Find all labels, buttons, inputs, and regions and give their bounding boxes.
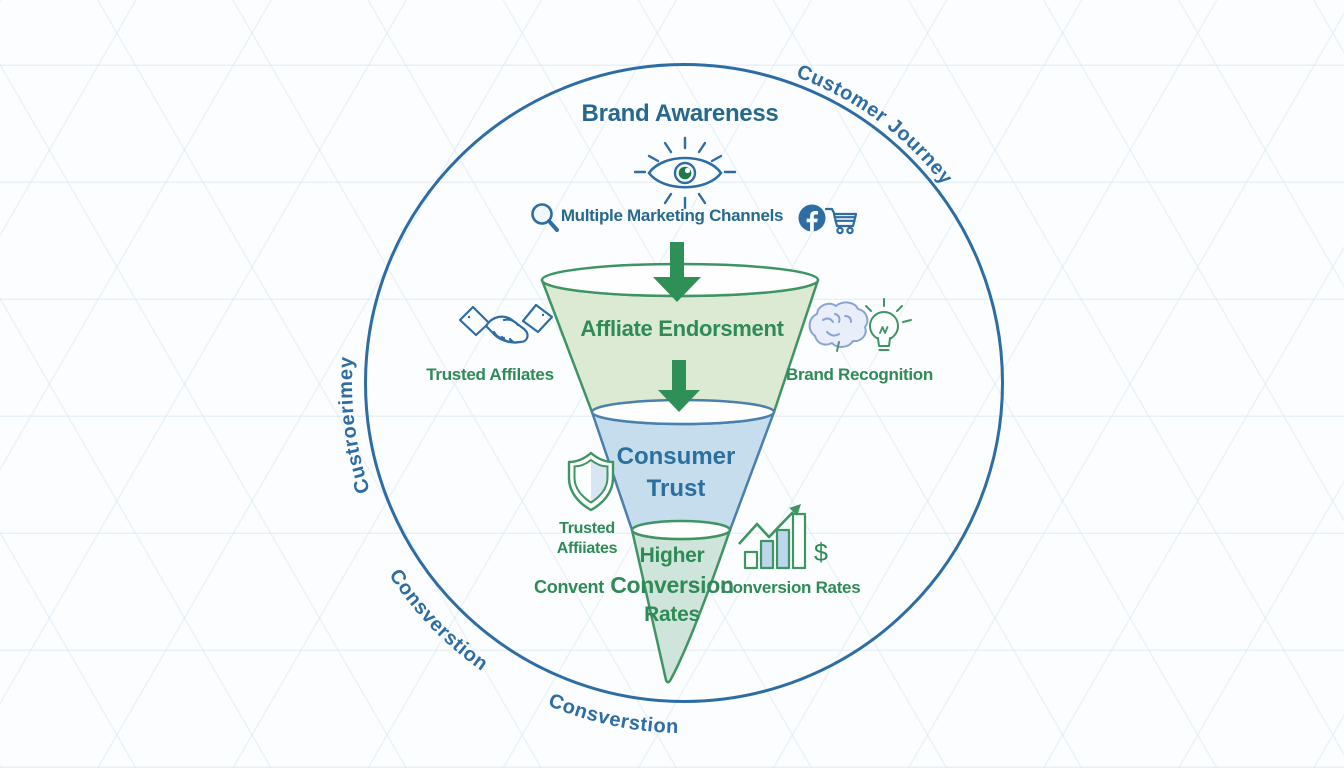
customer-journey-circle bbox=[364, 63, 1004, 703]
funnel-stage2-line1: Consumer bbox=[616, 443, 736, 470]
trusted-affiliates-lower-line1: Trusted bbox=[559, 520, 615, 537]
funnel-stage1-label: Affliate Endorsment bbox=[580, 316, 784, 341]
brand-recognition-label: Brand Recognition bbox=[786, 365, 933, 384]
growth-chart-icon bbox=[738, 504, 807, 570]
shield-icon bbox=[567, 451, 615, 512]
lightbulb-icon bbox=[865, 298, 912, 351]
funnel-stage2-line2: Trust bbox=[646, 475, 706, 502]
facebook-icon bbox=[798, 204, 826, 232]
down-arrow-icon bbox=[658, 360, 700, 412]
trusted-affiliates-lower-line2: Affiiates bbox=[556, 540, 618, 557]
funnel-stage3-line3: Rates bbox=[644, 603, 700, 626]
handshake-icon bbox=[458, 303, 554, 344]
channels-label: Multiple Marketing Channels bbox=[560, 206, 784, 225]
conversion-rates-label: Conversion Rates bbox=[720, 578, 861, 597]
funnel-stage2-label: Consumer Trust bbox=[576, 441, 776, 505]
magnifier-icon bbox=[531, 203, 559, 232]
brain-icon bbox=[808, 301, 869, 352]
arc-label-bottom-left: Consverstion bbox=[385, 565, 493, 675]
funnel-stage3-line2: Conversion bbox=[610, 572, 734, 598]
funnel-stage3-line1: Higher bbox=[639, 544, 705, 567]
trusted-affiliates-lower-label: Trusted Affiiates bbox=[532, 519, 642, 559]
funnel-stage-conversion bbox=[630, 519, 732, 684]
page-title: Brand Awareness bbox=[581, 100, 779, 127]
funnel-stage-trust bbox=[590, 398, 776, 541]
shopping-cart-icon bbox=[824, 207, 858, 235]
convent-label: Convent bbox=[534, 577, 604, 597]
trusted-affiliates-upper-label: Trusted Affilates bbox=[426, 365, 554, 384]
arc-label-bottom-center: Consverstion bbox=[545, 689, 679, 738]
dollar-sign: $ bbox=[814, 539, 828, 567]
down-arrow-icon bbox=[653, 242, 701, 302]
eye-icon bbox=[633, 136, 737, 210]
